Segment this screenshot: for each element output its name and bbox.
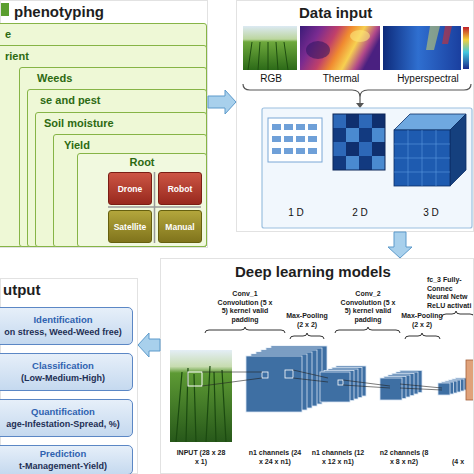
node-title: Root [78,154,206,168]
layer-annotation: Max-Pooling (2 x 2) [285,312,329,329]
spectral-streak [426,26,440,50]
projection-lines [202,370,442,390]
node-title: Drone [118,184,143,194]
pooled-map-stack [438,378,468,395]
output-box: Classification(Low-Medium-High) [0,353,133,391]
flow-arrow [208,90,236,114]
thermal-spot [306,41,330,59]
node-detail: t-Management-Yield) [19,460,107,472]
layer-annotation: Conv_2 Convolution (5 x 5) kernel valid … [337,290,399,324]
two-d-heatmap [333,114,385,170]
layer-annotation: INPUT (28 x 28 x 1) [175,449,227,466]
grouping-brace [243,84,471,97]
section-panel: phenotyping e rientWeeds se and pestSoil mo… [0,0,208,248]
data-dimension: 3 D [391,113,471,219]
thermal-image [300,26,380,70]
node-title: Weeds [20,68,206,84]
cube-side [450,114,466,186]
sensor-image: RGB [244,27,298,85]
section-title: phenotyping [14,3,104,20]
thermal-spot [350,30,370,42]
flow-arrow [138,333,160,357]
node-title: Satellite [114,222,147,232]
flow-arrow [388,232,412,258]
dimension-frame [262,108,472,228]
node-title: rient [0,46,206,62]
kernel-window [338,380,343,385]
one-d-panel [268,118,322,162]
layer-annotation: Conv_1 Convolution (5 x 5) kernel valid … [214,290,276,324]
heading-icon [0,3,9,16]
spectral-streak [442,26,452,44]
output-box: Predictiont-Management-Yield) [0,445,133,474]
node-title: se and pest [28,90,206,106]
section-title: Data input [299,4,372,21]
platform-cross [108,172,201,243]
kernel-window [285,370,293,378]
node-title: RGB [260,73,282,85]
brace-stem [359,97,360,104]
cube-front [394,130,450,186]
node-title: Classification [32,360,94,372]
node-title: Hyperspectral [397,73,459,85]
sensor-image: Hyperspectral [384,27,472,85]
kernel-window [262,372,268,378]
layer-brace [205,311,474,339]
section-panel: Data inputRGB Thermal Hyperspectral 1 D 2 D 3… [236,0,474,232]
layer-annotation: fc_3 Fully-Connec Neural Netw ReLU activ… [427,276,474,310]
rgb-image [243,26,297,70]
section-title: Deep learning models [235,263,391,280]
section-panel: Deep learning models [160,258,474,474]
pooled-map-stack [320,366,366,402]
platform-box: Manual [158,210,202,243]
data-dimension: 1 D [267,113,325,219]
data-dimension: 2 D [331,113,389,219]
node-detail: age-Infestation-Spread, %) [6,418,120,430]
node-title: Soil moisture [36,113,206,129]
node-detail: on stress, Weed-Weed free) [4,326,122,338]
input-photo [170,350,232,442]
node-title: Identification [33,314,92,326]
platform-box: Robot [158,172,202,205]
section-title: utput [3,281,40,298]
trait-tab: RootDrone RobotSatellite Manual [77,153,207,247]
layer-annotation: n2 channels (8 x 8 x n2) [379,449,429,466]
crop-rows [248,42,288,70]
dense-layer [466,360,474,400]
kernel-window [188,372,202,386]
hyperspectral-image [383,26,461,70]
node-title: Yield [54,135,206,151]
node-detail: (Low-Medium-High) [21,372,105,384]
platform-box: Drone [108,172,152,205]
node-title: Robot [168,184,193,194]
sensor-image: Thermal [301,27,381,85]
node-title: Quantification [31,406,95,418]
brace-head [356,103,364,108]
section-panel: utputIdentificationon stress, Weed-Weed … [0,278,138,474]
platform-box: Satellite [108,210,152,243]
node-title: e [0,24,206,40]
color-bar [463,27,469,69]
node-title: 3 D [423,207,439,219]
cube-grid [394,130,450,186]
corn-stalks [176,366,226,442]
node-title: Thermal [323,73,360,85]
output-box: Identificationon stress, Weed-Weed free) [0,307,133,345]
node-title: Prediction [40,448,86,460]
layer-annotation: (4 x [452,458,474,467]
layer-annotation: Max-Pooling (2 x 2) [400,312,444,329]
feature-map-stack [246,346,327,412]
node-title: 2 D [352,207,368,219]
layer-annotation: n1 channels (24 x 24 x n1) [246,449,304,466]
layer-annotation: n1 channels (12 x 12 x n1) [309,449,367,466]
node-title: Manual [165,222,194,232]
one-d-cells [272,124,317,154]
node-title: 1 D [288,207,304,219]
output-box: Quantificationage-Infestation-Spread, %) [0,399,133,437]
